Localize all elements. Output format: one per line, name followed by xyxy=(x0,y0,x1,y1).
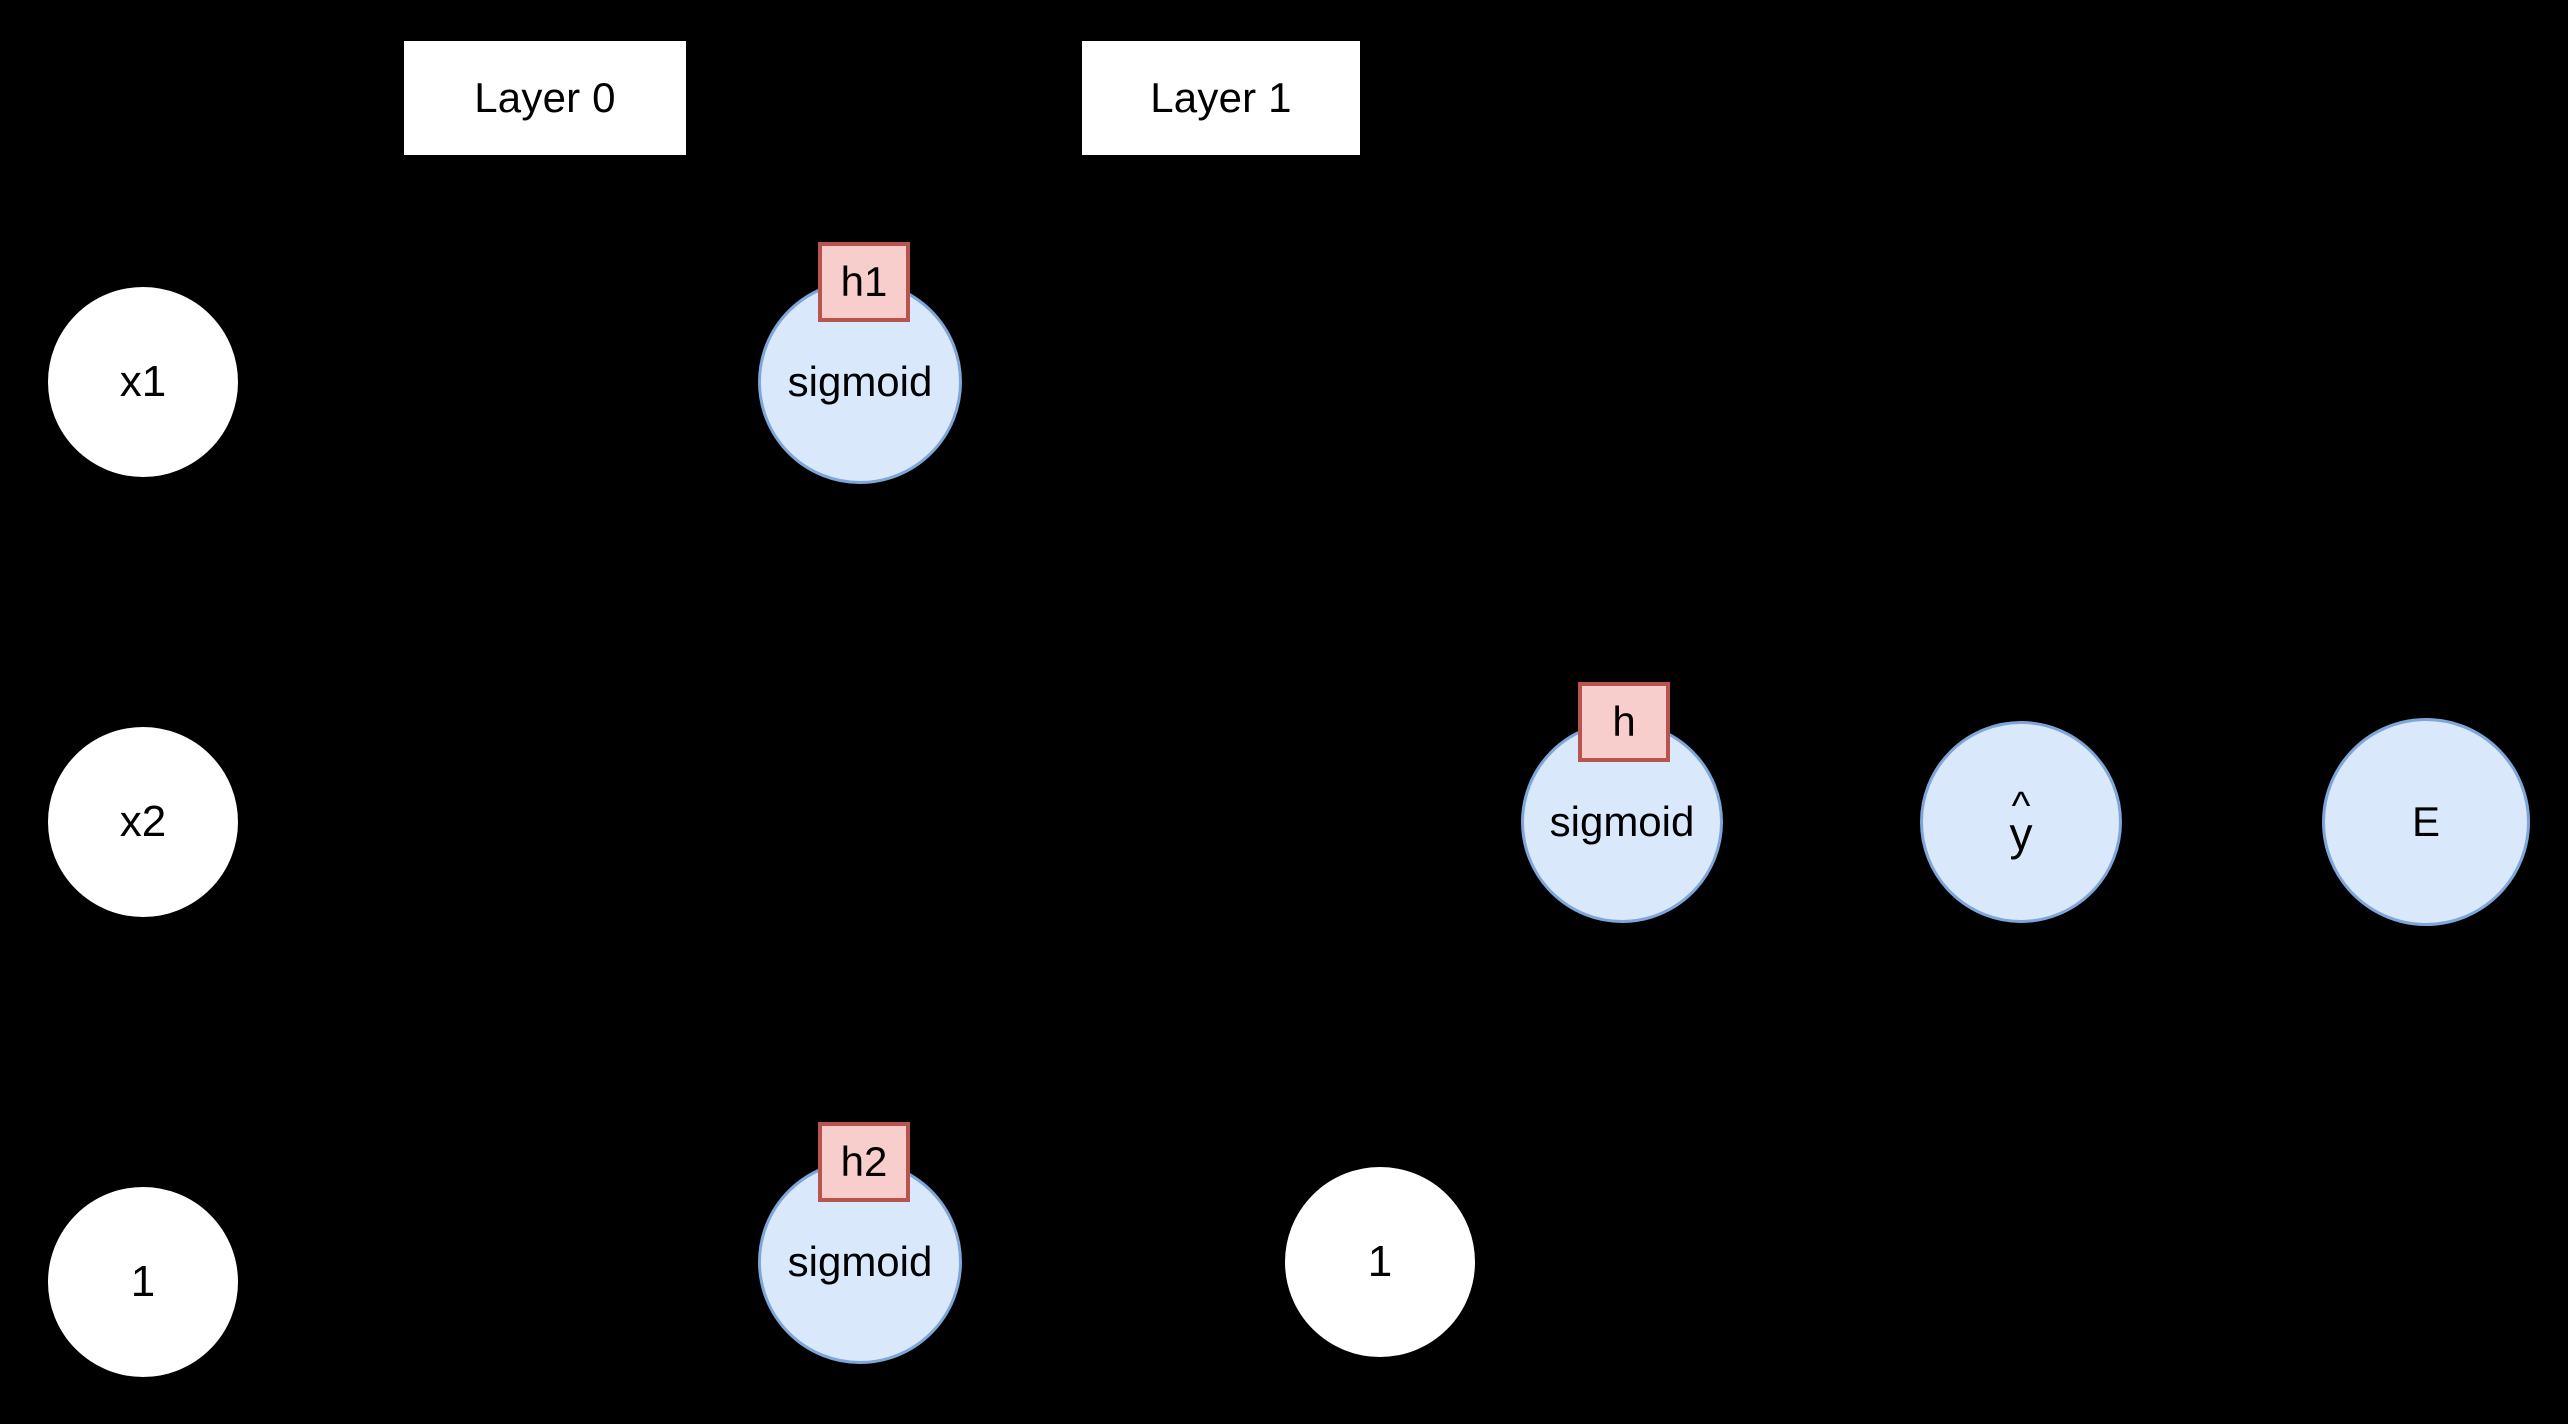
node-x1-label: x1 xyxy=(119,356,167,406)
node-yhat-label: ^ y xyxy=(2009,784,2033,860)
node-error-label: E xyxy=(2411,797,2440,845)
layer-label-text: Layer 1 xyxy=(1150,74,1292,121)
node-h-activation-label: sigmoid xyxy=(1549,797,1695,845)
badge-h1-label: h1 xyxy=(840,258,888,305)
node-x2[interactable]: x2 xyxy=(48,727,238,917)
node-h1-activation-label: sigmoid xyxy=(787,357,933,405)
node-yhat[interactable]: ^ y xyxy=(1920,721,2122,923)
yhat-letter-glyph: y xyxy=(2009,807,2033,860)
badge-h-label: h xyxy=(1612,698,1636,745)
yhat-caret-glyph: ^ xyxy=(2011,784,2031,829)
layer-label-box-1: Layer 1 xyxy=(1082,41,1360,155)
node-bias-layer0-label: 1 xyxy=(130,1256,156,1306)
node-bias-layer1[interactable]: 1 xyxy=(1285,1167,1475,1357)
badge-h2-label: h2 xyxy=(840,1138,888,1185)
layer-label-text: Layer 0 xyxy=(474,74,616,121)
node-x1[interactable]: x1 xyxy=(48,287,238,477)
node-bias-layer1-label: 1 xyxy=(1367,1236,1393,1286)
badge-h[interactable]: h xyxy=(1578,682,1670,762)
layer-label-box-0: Layer 0 xyxy=(404,41,686,155)
badge-h2[interactable]: h2 xyxy=(818,1122,910,1202)
node-h2-activation-label: sigmoid xyxy=(787,1237,933,1285)
node-bias-layer0[interactable]: 1 xyxy=(48,1187,238,1377)
node-error[interactable]: E xyxy=(2322,718,2530,926)
badge-h1[interactable]: h1 xyxy=(818,242,910,322)
node-x2-label: x2 xyxy=(119,796,167,846)
